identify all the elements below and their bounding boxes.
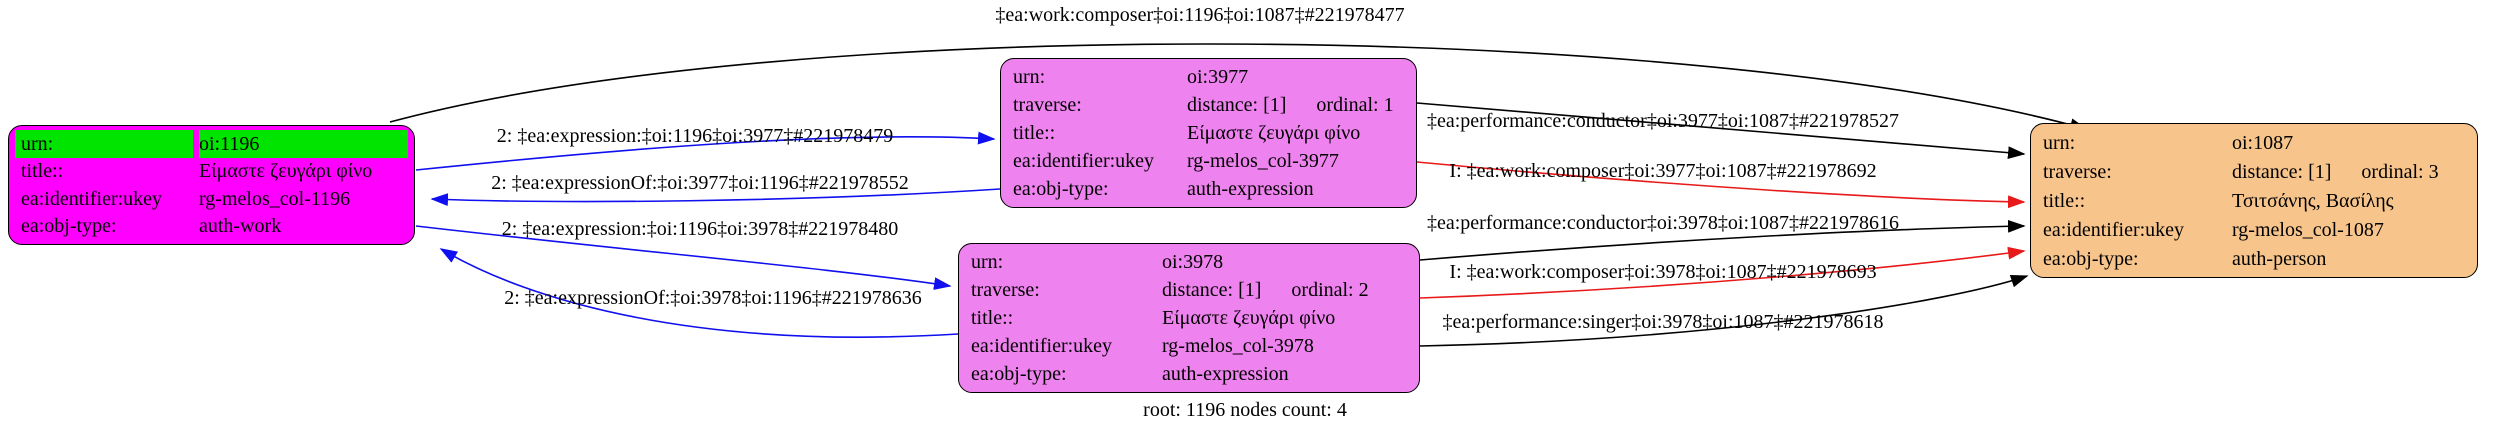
edge-label-expression-1196-3978: 2: ‡ea:expression:‡oi:1196‡oi:3978‡#2219… [502,218,898,240]
edge-label-expressionOf-3978-1196: 2: ‡ea:expressionOf:‡oi:3978‡oi:1196‡#22… [504,287,922,309]
field-value: Τσιτσάνης, Βασίλης [2232,189,2394,212]
node-row-urn: urn: oi:1196 [15,130,408,158]
edge-work-composer-1196-1087 [389,43,2088,131]
edge-label-work-composer-3978-1087: I: ‡ea:work:composer‡oi:3978‡oi:1087‡#22… [1449,261,1876,283]
field-label: traverse: [971,279,1040,301]
field-label: ea:obj-type: [21,215,117,238]
node-oi-1087-person: urn: oi:1087 traverse: distance: [1] ord… [2030,123,2478,278]
field-label: ea:identifier:ukey [21,187,163,210]
field-value: distance: [1] ordinal: 3 [2232,160,2439,183]
edge-label-expressionOf-3977-1196: 2: ‡ea:expressionOf:‡oi:3977‡oi:1196‡#22… [491,172,909,194]
node-row-urn: urn: oi:1087 [2037,128,2471,157]
edge-performance-conductor-3978-1087 [1419,219,2026,261]
node-row-identifier: ea:identifier:ukey rg-melos_col-3977 [1007,147,1410,175]
field-value: Είμαστε ζευγάρι φίνο [199,160,373,183]
field-value: distance: [1] ordinal: 1 [1187,94,1394,116]
node-row-traverse: traverse: distance: [1] ordinal: 2 [965,276,1413,304]
edge-expressionOf-3978-1196 [439,248,959,338]
field-label: traverse: [2043,160,2112,183]
node-row-traverse: traverse: distance: [1] ordinal: 3 [2037,157,2471,186]
edge-expression-1196-3978 [415,225,952,290]
field-label: urn: [971,251,1004,273]
node-row-title: title:: Τσιτσάνης, Βασίλης [2037,186,2471,215]
edge-expression-1196-3977 [415,131,996,171]
field-value: rg-melos_col-3978 [1162,335,1314,357]
field-value: auth-work [199,215,282,238]
node-row-title: title:: Είμαστε ζευγάρι φίνο [965,304,1413,332]
field-label: urn: [2043,131,2076,154]
node-row-objtype: ea:obj-type: auth-expression [1007,175,1410,203]
field-value: rg-melos_col-3977 [1187,150,1339,172]
field-label: ea:identifier:ukey [2043,218,2185,241]
edge-label-performance-singer-3978-1087: ‡ea:performance:singer‡oi:3978‡oi:1087‡#… [1442,311,1883,333]
field-value: rg-melos_col-1087 [2232,218,2384,241]
node-oi-1196-work: urn: oi:1196 title:: Είμαστε ζευγάρι φίν… [8,125,415,245]
field-value: oi:3978 [1162,251,1224,273]
node-row-objtype: ea:obj-type: auth-person [2037,244,2471,273]
edge-work-composer-3977-1087 [1416,161,2026,209]
edge-label-work-composer-1196-1087: ‡ea:work:composer‡oi:1196‡oi:1087‡#22197… [995,4,1404,26]
node-row-objtype: ea:obj-type: auth-work [15,213,408,241]
node-row-urn: urn: oi:3977 [1007,63,1410,91]
field-label: ea:identifier:ukey [971,335,1113,357]
field-value: oi:3977 [1187,66,1249,88]
edge-performance-conductor-3977-1087 [1416,102,2026,160]
field-value: rg-melos_col-1196 [199,187,351,210]
edge-expressionOf-3977-1196 [430,188,1001,207]
edge-label-expression-1196-3977: 2: ‡ea:expression:‡oi:1196‡oi:3977‡#2219… [497,125,893,147]
field-value: auth-person [2232,247,2327,270]
field-value: Είμαστε ζευγάρι φίνο [1162,307,1336,329]
field-value: auth-expression [1187,178,1314,200]
edge-label-performance-conductor-3978-1087: ‡ea:performance:conductor‡oi:3978‡oi:108… [1427,212,1899,234]
node-row-identifier: ea:identifier:ukey rg-melos_col-1196 [15,185,408,213]
node-row-objtype: ea:obj-type: auth-expression [965,360,1413,388]
field-label: urn: [15,130,193,158]
node-oi-3977-expression: urn: oi:3977 traverse: distance: [1] ord… [1000,58,1417,208]
field-value: oi:1087 [2232,131,2294,154]
field-label: urn: [1013,66,1046,88]
field-label: title:: [2043,189,2086,212]
field-label: ea:obj-type: [2043,247,2139,270]
node-row-identifier: ea:identifier:ukey rg-melos_col-3978 [965,332,1413,360]
field-label: ea:identifier:ukey [1013,150,1155,172]
field-value: oi:1196 [199,130,408,158]
field-label: ea:obj-type: [971,363,1067,385]
node-row-urn: urn: oi:3978 [965,248,1413,276]
node-row-traverse: traverse: distance: [1] ordinal: 1 [1007,91,1410,119]
field-value: Είμαστε ζευγάρι φίνο [1187,122,1361,144]
graph-root-label: root: 1196 nodes count: 4 [1143,399,1347,421]
field-value: auth-expression [1162,363,1289,385]
edge-work-composer-3978-1087 [1419,246,2026,299]
field-value: distance: [1] ordinal: 2 [1162,279,1369,301]
node-row-title: title:: Είμαστε ζευγάρι φίνο [1007,119,1410,147]
edge-label-performance-conductor-3977-1087: ‡ea:performance:conductor‡oi:3977‡oi:108… [1427,110,1899,132]
field-label: traverse: [1013,94,1082,116]
node-row-title: title:: Είμαστε ζευγάρι φίνο [15,158,408,186]
node-oi-3978-expression: urn: oi:3978 traverse: distance: [1] ord… [958,243,1420,393]
field-label: ea:obj-type: [1013,178,1109,200]
node-row-identifier: ea:identifier:ukey rg-melos_col-1087 [2037,215,2471,244]
edge-performance-singer-3978-1087 [1419,275,2029,347]
field-label: title:: [21,160,64,183]
field-label: title:: [971,307,1014,329]
edge-label-work-composer-3977-1087: I: ‡ea:work:composer‡oi:3977‡oi:1087‡#22… [1449,160,1876,182]
field-label: title:: [1013,122,1056,144]
